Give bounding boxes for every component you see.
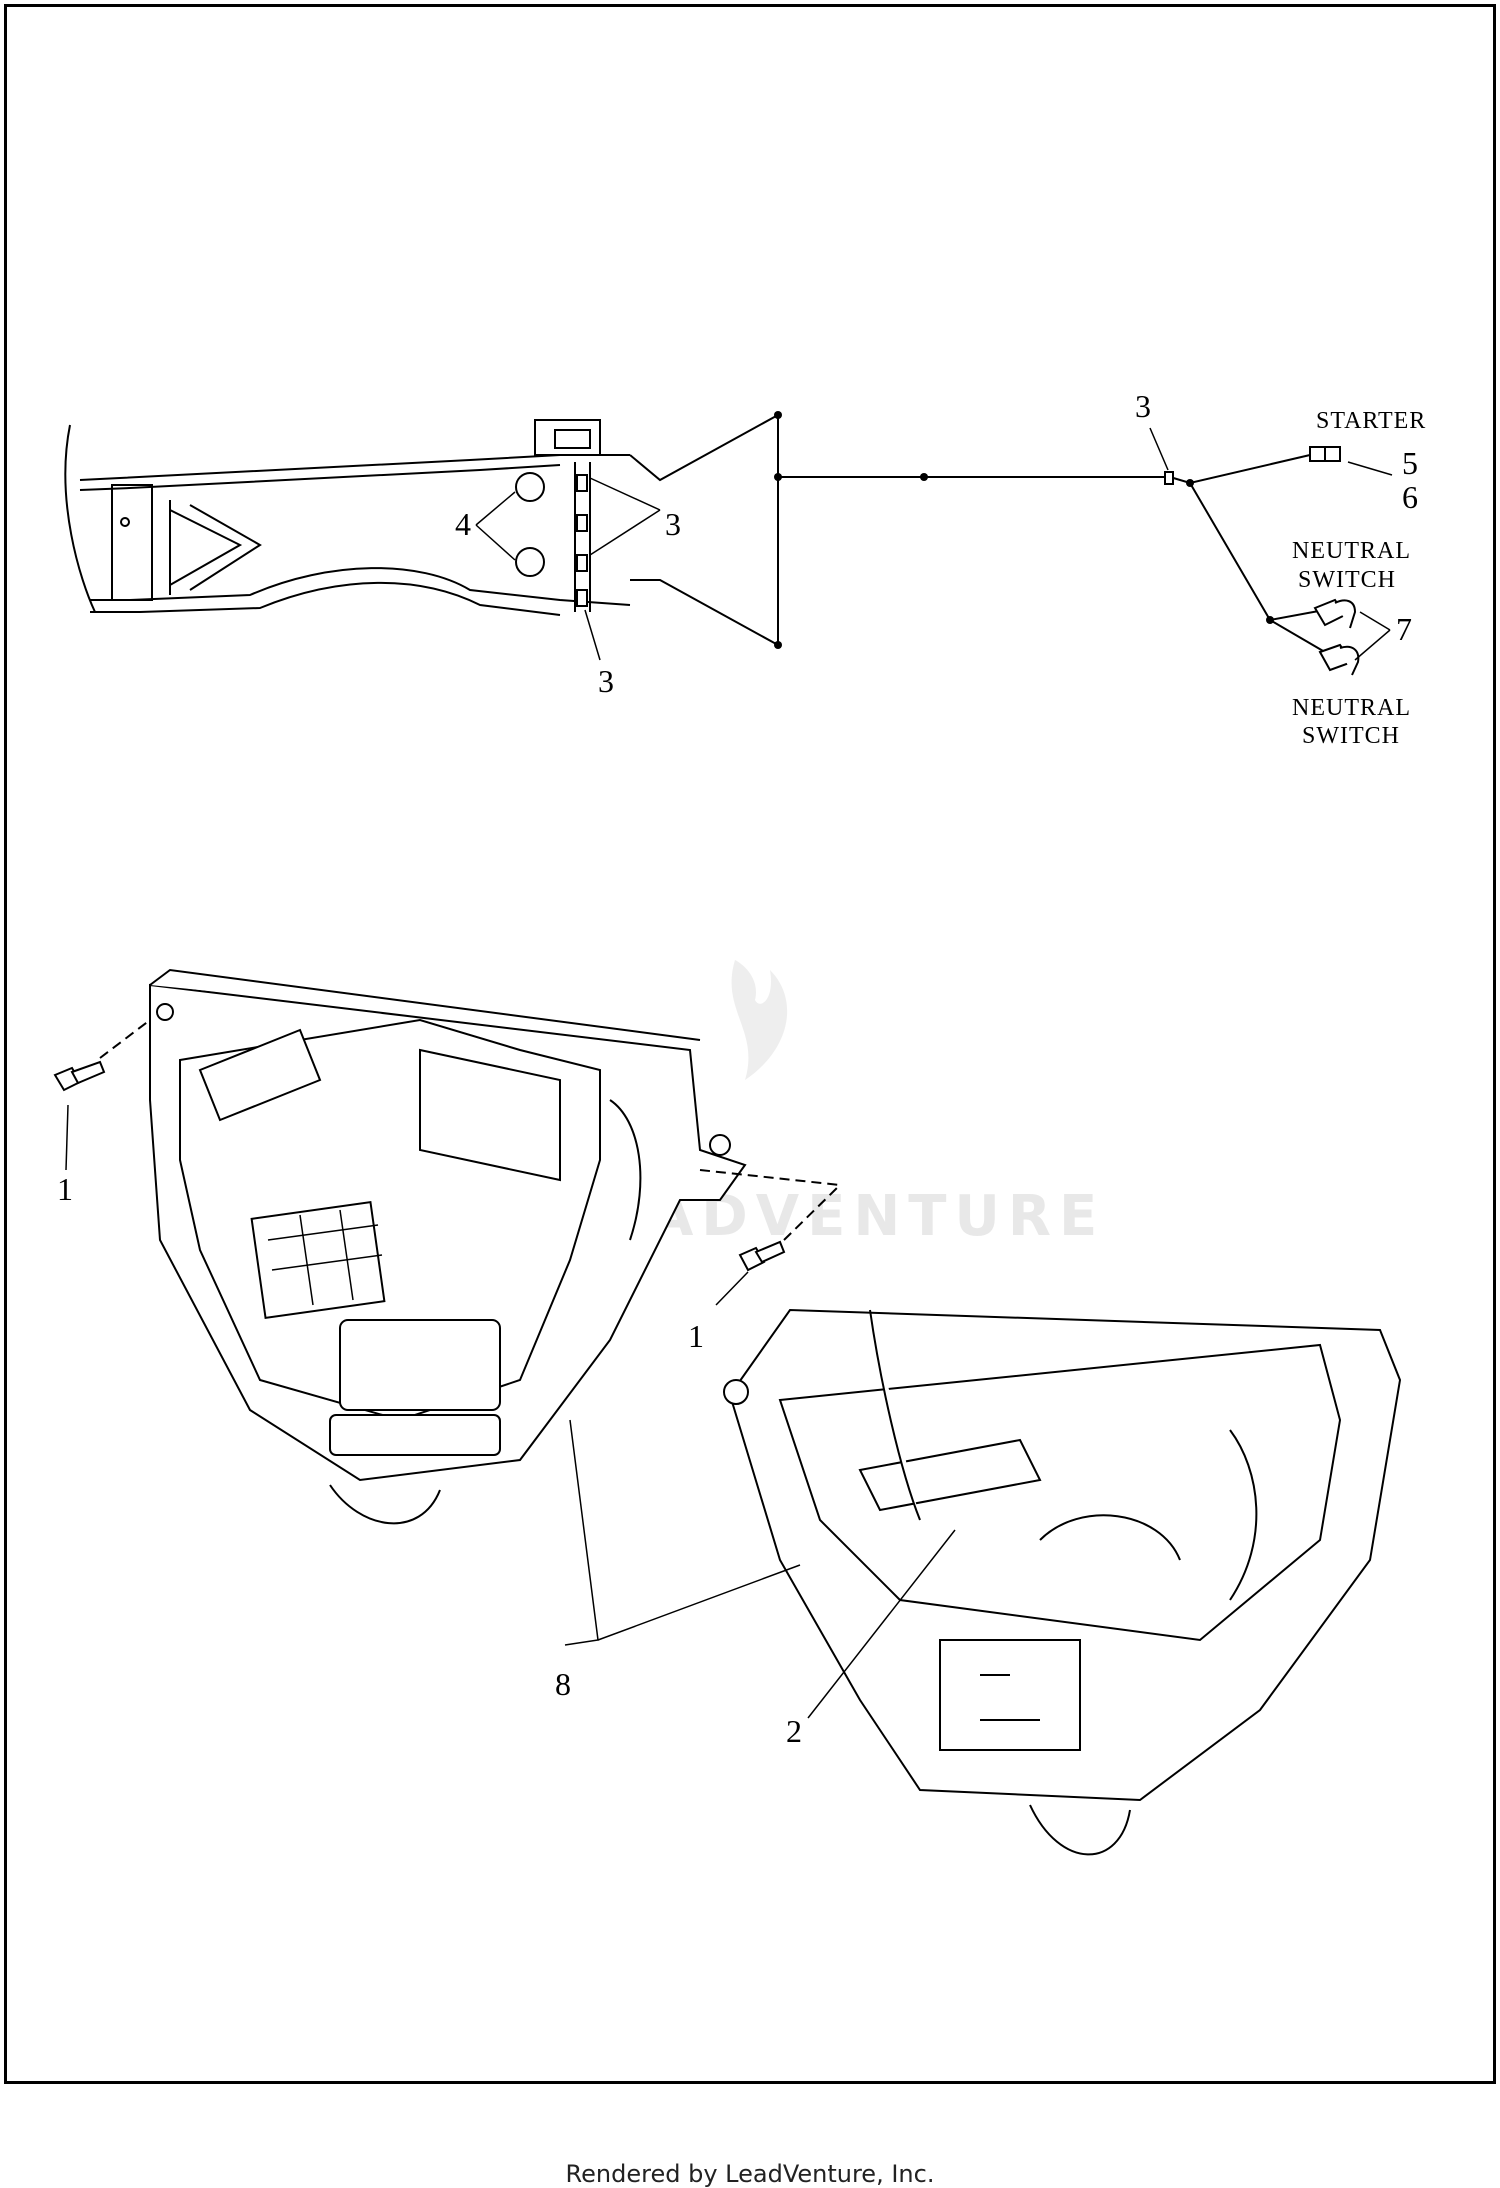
footer-credit: Rendered by LeadVenture, Inc. <box>565 2160 935 2188</box>
watermark-flame-icon <box>731 960 788 1080</box>
starter-label: STARTER <box>1316 408 1426 434</box>
fuse-box-housing-left <box>149 968 747 1525</box>
wire-harness <box>778 454 1336 656</box>
bolt-left <box>53 1019 151 1092</box>
wire-junctions <box>774 411 1274 649</box>
leader-lines-upper <box>475 427 1393 661</box>
callout-4: 4 <box>455 506 471 542</box>
clip-connector <box>1164 471 1174 485</box>
callout-3-mid: 3 <box>665 506 681 542</box>
callout-5: 5 <box>1402 445 1418 481</box>
neutral-switch-label-2-line1: NEUTRAL <box>1292 695 1411 721</box>
callout-2: 2 <box>786 1713 802 1749</box>
starter-connector <box>1309 446 1341 462</box>
frame-connectors <box>576 474 588 607</box>
callout-8: 8 <box>555 1666 571 1702</box>
fuse-block-grid <box>267 1209 383 1306</box>
leader-lines-lower <box>65 1104 956 1719</box>
neutral-switch-label-1-line1: NEUTRAL <box>1292 538 1411 564</box>
callout-3-bottom: 3 <box>598 663 614 699</box>
neutral-switch-label-2-line2: SWITCH <box>1302 723 1400 749</box>
callout-6: 6 <box>1402 479 1418 515</box>
callout-1-left: 1 <box>57 1171 73 1207</box>
callout-1-right: 1 <box>688 1318 704 1354</box>
fuse-box-housing-right <box>723 1308 1402 1856</box>
frame-rail-drawing <box>64 414 779 646</box>
diagram-frame <box>4 4 1496 2084</box>
bolt-right <box>699 1169 841 1272</box>
callout-3-top: 3 <box>1135 388 1151 424</box>
neutral-switch-label-1-line2: SWITCH <box>1298 567 1396 593</box>
neutral-switch-connectors <box>1313 598 1360 676</box>
callout-7: 7 <box>1396 611 1412 647</box>
